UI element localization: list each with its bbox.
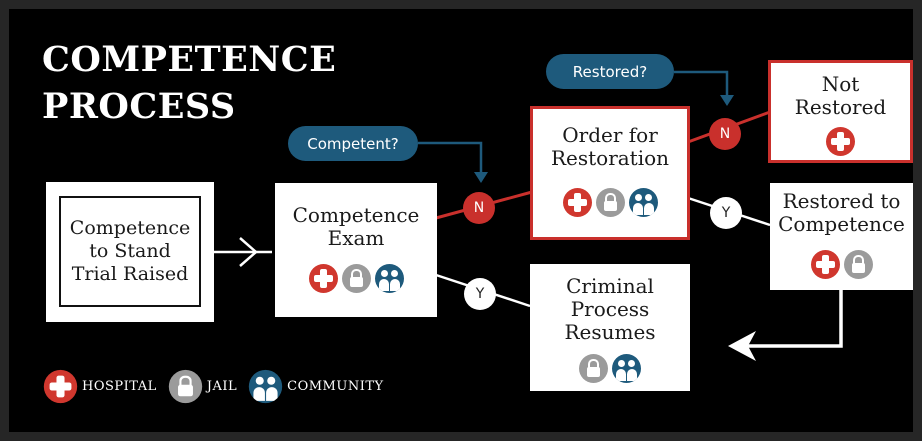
node-order-icons (533, 188, 687, 217)
hospital-icon (810, 250, 840, 279)
restored-to-resumes-arrowhead (728, 331, 756, 361)
hospital-icon (826, 127, 855, 156)
restored-question-pill: Restored? (546, 54, 674, 89)
community-icon (374, 264, 404, 293)
node-restored-icons (770, 250, 913, 279)
community-icon (628, 188, 658, 217)
diagram-title: COMPETENCE PROCESS (42, 36, 336, 130)
node-competence-raised-line3: Trial Raised (71, 263, 189, 285)
jail-icon (579, 354, 608, 383)
node-order-for-restoration: Order for Restoration (530, 106, 690, 240)
order-no-marker: N (709, 118, 741, 150)
legend-hospital-label: HOSPITAL (82, 379, 157, 394)
hospital-icon (43, 369, 78, 404)
competent-question-pointer (418, 141, 483, 174)
node-competence-exam-line2: Exam (327, 226, 385, 250)
node-competence-exam-icons (275, 264, 437, 293)
legend-community-label: COMMUNITY (287, 379, 384, 394)
jail-icon (595, 188, 625, 217)
node-competence-exam-line1: Competence (292, 203, 420, 227)
node-criminal-process-resumes: Criminal Process Resumes (530, 264, 690, 391)
jail-icon (341, 264, 371, 293)
competent-question-arrowhead (474, 172, 488, 183)
hospital-icon (562, 188, 592, 217)
node-not-restored-line2: Restored (794, 95, 887, 119)
jail-icon (843, 250, 873, 279)
legend: HOSPITAL JAIL COMMUNITY (43, 369, 398, 404)
node-restored-line2: Competence (778, 212, 905, 236)
node-resumes-line2: Process (570, 297, 650, 321)
node-competence-raised-line2: to Stand (89, 240, 171, 262)
node-competence-raised: Competence to Stand Trial Raised (46, 182, 214, 322)
exam-yes-marker: Y (464, 278, 496, 310)
node-not-restored-line1: Not (821, 72, 860, 96)
jail-icon (168, 369, 202, 404)
hospital-icon (308, 264, 338, 293)
title-line-2: PROCESS (42, 86, 236, 127)
restored-to-resumes-line (742, 290, 843, 348)
node-restored-line1: Restored to (782, 189, 901, 213)
node-resumes-icons (530, 354, 690, 383)
node-competence-exam: Competence Exam (275, 183, 437, 317)
title-line-1: COMPETENCE (42, 39, 337, 80)
exam-no-marker: N (463, 192, 495, 224)
order-yes-marker: Y (710, 197, 742, 229)
community-icon (612, 354, 641, 383)
node-not-restored: Not Restored (768, 60, 913, 163)
node-restored-to-competence: Restored to Competence (770, 183, 913, 290)
node-competence-raised-line1: Competence (69, 217, 191, 239)
competent-question-pill: Competent? (288, 126, 418, 161)
node-order-line1: Order for (562, 123, 658, 147)
legend-jail-label: JAIL (206, 379, 238, 394)
restored-question-arrowhead (720, 95, 734, 106)
community-icon (248, 369, 283, 404)
node-order-line2: Restoration (550, 146, 670, 170)
node-not-restored-icons (771, 127, 910, 156)
start-to-exam-arrowhead (239, 237, 258, 267)
restored-question-pointer (674, 70, 729, 97)
node-competence-raised-inner: Competence to Stand Trial Raised (59, 196, 201, 307)
node-resumes-line1: Criminal (566, 274, 654, 298)
node-resumes-line3: Resumes (564, 320, 656, 344)
